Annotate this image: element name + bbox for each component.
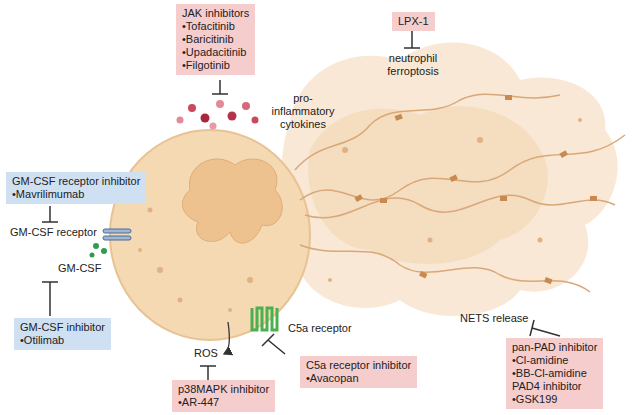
box-item: •AR-447 <box>178 396 269 409</box>
granules <box>138 118 582 312</box>
box-item: PAD4 inhibitor <box>512 380 597 393</box>
drug-box: JAK inhibitors•Tofacitinib•Baricitinib•U… <box>176 4 255 75</box>
box-heading: GM-CSF inhibitor <box>20 321 105 334</box>
histone-beads <box>354 95 597 284</box>
box-item: •Upadacitinib <box>182 46 249 59</box>
annotation-label: neutrophil ferroptosis <box>368 52 458 78</box>
drug-box: pan-PAD inhibitor•Cl-amidine•BB-Cl-amidi… <box>506 338 603 409</box>
box-heading: GM-CSF receptor inhibitor <box>12 175 140 188</box>
box-item: •Otilimab <box>20 334 105 347</box>
drug-box: LPX-1 <box>392 12 435 31</box>
annotation-label: ROS <box>194 347 218 360</box>
box-heading: C5a receptor inhibitor <box>306 359 411 372</box>
annotation-label: C5a receptor <box>288 322 352 335</box>
gmcsf-receptor <box>103 229 131 240</box>
net-cloud-inner <box>308 106 548 264</box>
box-item: •Avacopan <box>306 372 411 385</box>
box-heading: JAK inhibitors <box>182 7 249 20</box>
annotation-label: GM-CSF <box>58 262 101 275</box>
nucleus <box>182 159 282 243</box>
net-strands <box>295 94 625 292</box>
box-heading: LPX-1 <box>398 15 429 28</box>
gmcsf-dots <box>90 243 108 258</box>
drug-box: C5a receptor inhibitor•Avacopan <box>300 356 417 388</box>
annotation-label: GM-CSF receptor <box>10 226 97 239</box>
box-item: •BB-Cl-amidine <box>512 367 597 380</box>
box-heading: pan-PAD inhibitor <box>512 341 597 354</box>
box-item: •GSK199 <box>512 393 597 406</box>
drug-box: GM-CSF receptor inhibitor•Mavrilimumab <box>6 172 146 204</box>
drug-box: GM-CSF inhibitor•Otilimab <box>14 318 111 350</box>
annotation-label: NETS release <box>460 312 528 325</box>
inhibition-lines <box>42 31 560 380</box>
c5a-receptor <box>252 308 277 330</box>
neutrophil-cell <box>110 130 310 340</box>
box-heading: p38MAPK inhibitor <box>178 383 269 396</box>
annotation-label: pro-inflammatory cytokines <box>266 92 340 131</box>
box-item: •Cl-amidine <box>512 354 597 367</box>
cytokine-dots <box>177 100 259 130</box>
box-item: •Mavrilimumab <box>12 188 140 201</box>
ros-arrow <box>224 322 229 354</box>
box-item: •Tofacitinib <box>182 20 249 33</box>
drug-box: p38MAPK inhibitor•AR-447 <box>172 380 275 412</box>
box-item: •Baricitinib <box>182 33 249 46</box>
box-item: •Filgotinib <box>182 59 249 72</box>
